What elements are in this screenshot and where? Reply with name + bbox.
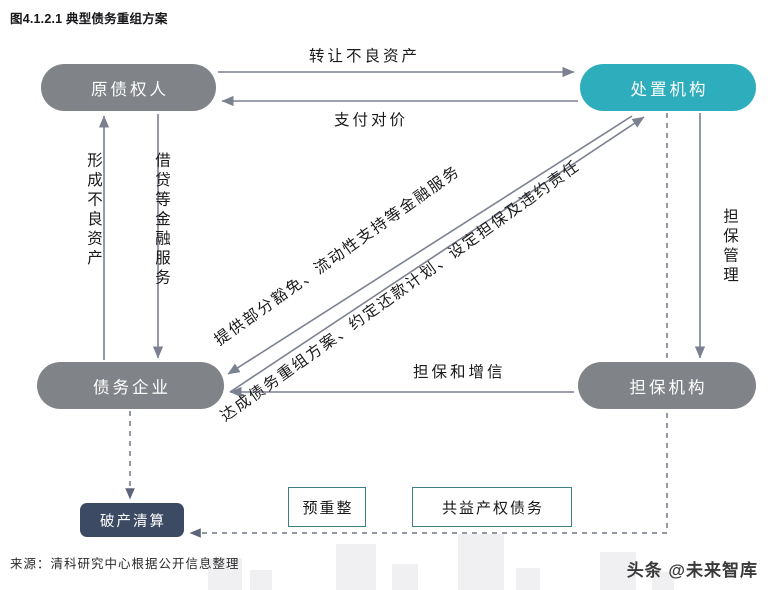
skyline-watermark-block: [458, 534, 504, 590]
watermark: 头条 @未来智库: [626, 561, 758, 580]
source-note: 来源：清科研究中心根据公开信息整理: [10, 557, 240, 571]
figure-title: 图4.1.2.1 典型债务重组方案: [10, 12, 168, 26]
node-disposal-agency[interactable]: 处置机构: [580, 64, 756, 111]
edge-label-pay-consideration: 支付对价: [334, 112, 409, 129]
skyline-watermark-block: [652, 572, 674, 590]
edge-label-guarantee-and-credit-enhancement: 担保和增信: [413, 364, 506, 381]
skyline-watermark-block: [336, 544, 376, 590]
node-guarantee-agency[interactable]: 担保机构: [578, 362, 756, 409]
tag-pre-restructuring[interactable]: 预重整: [288, 487, 366, 527]
tag-common-benefit-property-debt[interactable]: 共益产权债务: [412, 487, 572, 527]
node-original-creditor[interactable]: 原债权人: [41, 64, 216, 111]
edge-label-transfer-bad-assets: 转让不良资产: [309, 48, 421, 65]
edge-label-lending-and-financial-services: 借贷等金融服务: [153, 152, 170, 289]
skyline-watermark-block: [600, 552, 636, 590]
edge-label-guarantee-management: 担保管理: [721, 208, 738, 286]
skyline-watermark-block: [208, 558, 242, 590]
skyline-watermark-block: [516, 568, 540, 590]
skyline-watermark-block: [250, 570, 272, 590]
node-debtor-company[interactable]: 债务企业: [37, 362, 224, 409]
edge-label-form-bad-assets: 形成不良资产: [85, 152, 102, 269]
skyline-watermark-block: [392, 564, 418, 590]
node-bankruptcy-liquidation[interactable]: 破产清算: [80, 503, 184, 537]
